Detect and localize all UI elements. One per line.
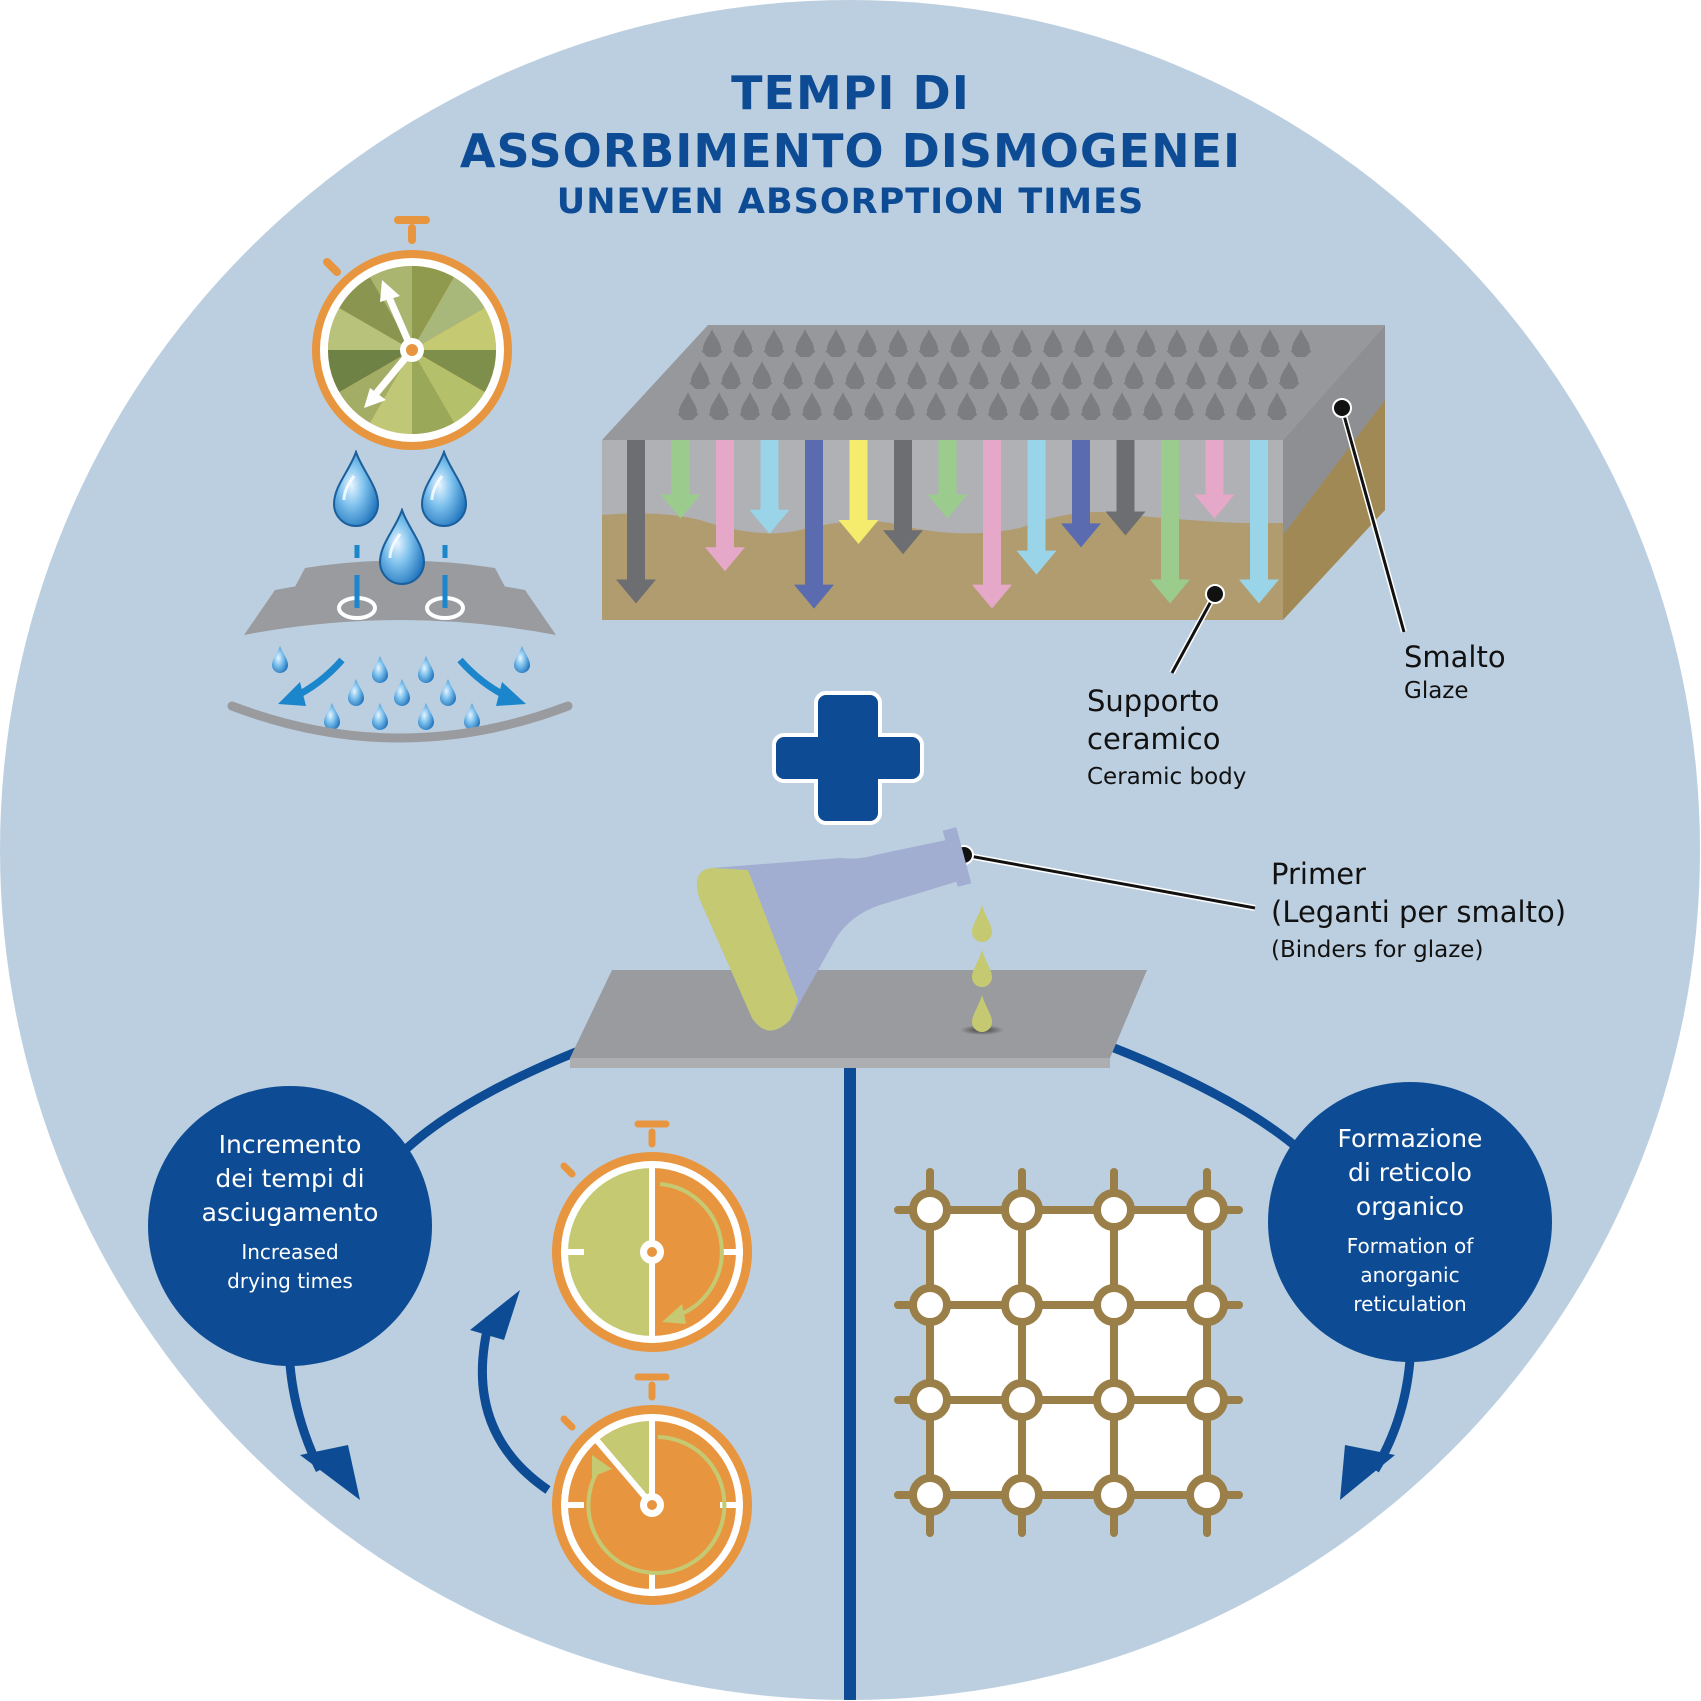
title-line-2: ASSORBIMENTO DISMOGENEI — [459, 124, 1242, 178]
grid-cell — [930, 1400, 1022, 1495]
grid-cell — [1114, 1305, 1207, 1400]
title-line-1: TEMPI DI — [731, 66, 970, 120]
absorption-arrow — [1239, 440, 1279, 604]
stopwatch-wedge — [339, 277, 412, 350]
absorption-arrow — [838, 440, 879, 544]
grid-node — [1001, 1474, 1043, 1516]
stopwatch-wedge — [328, 350, 412, 392]
ceramic-body-label-en: Ceramic body — [1087, 764, 1247, 790]
right-bubble-it-3: organico — [1355, 1192, 1465, 1221]
grid-node — [1186, 1189, 1228, 1231]
left-bubble-en: Increased drying times — [150, 1238, 430, 1296]
water-drops-icon — [227, 450, 573, 743]
arrow-head-cycle — [470, 1290, 520, 1340]
absorption-arrow — [883, 440, 923, 555]
primer-label-it-2: (Leganti per smalto) — [1271, 895, 1567, 929]
stopwatch-wedge — [370, 350, 412, 434]
ceramic-body-label-it-1: Supporto — [1087, 684, 1220, 718]
absorption-arrow — [1194, 440, 1235, 519]
right-bubble-en: Formation of anorganic reticulation — [1270, 1232, 1550, 1319]
drying-stopwatches-icon — [552, 1120, 752, 1605]
stopwatch-wedge — [412, 308, 496, 350]
left-bubble-it-2: dei tempi di — [215, 1164, 365, 1193]
grid-node — [1186, 1379, 1228, 1421]
plus-icon — [772, 691, 924, 825]
glaze-ceramic-block-icon — [602, 325, 1385, 620]
grid-node — [1093, 1379, 1135, 1421]
grid-cell — [930, 1210, 1022, 1305]
leader-lines — [954, 398, 1407, 911]
stopwatch-icon — [312, 216, 512, 450]
right-bubble-en-2: anorganic — [1360, 1263, 1460, 1287]
glaze-label-it: Smalto — [1404, 640, 1506, 674]
grid-node — [909, 1379, 951, 1421]
ceramic-body-label-it-2: ceramico — [1087, 722, 1221, 756]
grid-node — [1001, 1379, 1043, 1421]
grid-cell — [1022, 1305, 1114, 1400]
right-bubble-en-3: reticulation — [1353, 1292, 1467, 1316]
grid-node — [1186, 1284, 1228, 1326]
stopwatch-wedge — [412, 350, 496, 392]
grid-cell — [1022, 1400, 1114, 1495]
grid-node — [1093, 1474, 1135, 1516]
primer-label-en: (Binders for glaze) — [1271, 937, 1484, 963]
grid-node — [1001, 1284, 1043, 1326]
grid-cell — [930, 1305, 1022, 1400]
left-bubble-it-1: Incremento — [218, 1130, 362, 1159]
absorption-arrow — [927, 440, 968, 519]
grid-node — [1093, 1284, 1135, 1326]
right-bubble-it-1: Formazione — [1337, 1124, 1483, 1153]
arrow-head-left — [300, 1445, 360, 1500]
left-bubble-text: Incremento dei tempi di asciugamento Inc… — [150, 1128, 430, 1296]
left-bubble-en-2: drying times — [227, 1269, 353, 1293]
reticulation-grid-icon — [894, 1168, 1243, 1537]
arrow-head-right — [1340, 1445, 1395, 1500]
grid-cell — [1114, 1400, 1207, 1495]
right-bubble-en-1: Formation of — [1346, 1234, 1474, 1258]
stopwatch-wedge — [412, 277, 485, 350]
subtitle-english: UNEVEN ABSORPTION TIMES — [556, 182, 1145, 222]
grid-node — [1186, 1474, 1228, 1516]
absorption-arrow — [705, 440, 745, 572]
stopwatch-wedge — [328, 308, 412, 350]
stopwatch-wedge — [412, 350, 454, 434]
absorption-arrow — [1016, 440, 1057, 575]
grid-node — [1093, 1189, 1135, 1231]
ceramic-body-label: Supporto ceramico Ceramic body — [1087, 682, 1246, 792]
primer-label-it-1: Primer — [1271, 857, 1366, 891]
grid-cell — [1022, 1210, 1114, 1305]
right-bubble-it-2: di reticolo — [1348, 1158, 1472, 1187]
increased-drying-times-bubble — [148, 1086, 432, 1366]
absorption-arrow — [794, 440, 834, 609]
grid-node — [909, 1474, 951, 1516]
absorption-arrow — [1105, 440, 1146, 536]
absorption-arrow — [1150, 440, 1190, 604]
grid-node — [1001, 1189, 1043, 1231]
primer-flask-icon — [570, 827, 1147, 1068]
absorption-arrow — [972, 440, 1012, 609]
glaze-label: Smalto Glaze — [1404, 638, 1506, 706]
stopwatch-wedge — [412, 350, 485, 423]
absorption-arrow — [749, 440, 790, 534]
primer-label: Primer (Leganti per smalto) (Binders for… — [1271, 855, 1566, 965]
grid-node — [909, 1189, 951, 1231]
left-bubble-it-3: asciugamento — [201, 1198, 379, 1227]
grid-node — [909, 1284, 951, 1326]
glaze-label-en: Glaze — [1404, 678, 1469, 704]
organic-reticulation-bubble — [1268, 1082, 1552, 1362]
absorption-arrow — [660, 440, 701, 519]
grid-cell — [1114, 1210, 1207, 1305]
right-bubble-text: Formazione di reticolo organico Formatio… — [1270, 1122, 1550, 1319]
absorption-arrow — [1061, 440, 1101, 548]
left-bubble-en-1: Increased — [241, 1240, 339, 1264]
stopwatch-wedge — [412, 266, 454, 350]
absorption-arrow — [616, 440, 656, 604]
